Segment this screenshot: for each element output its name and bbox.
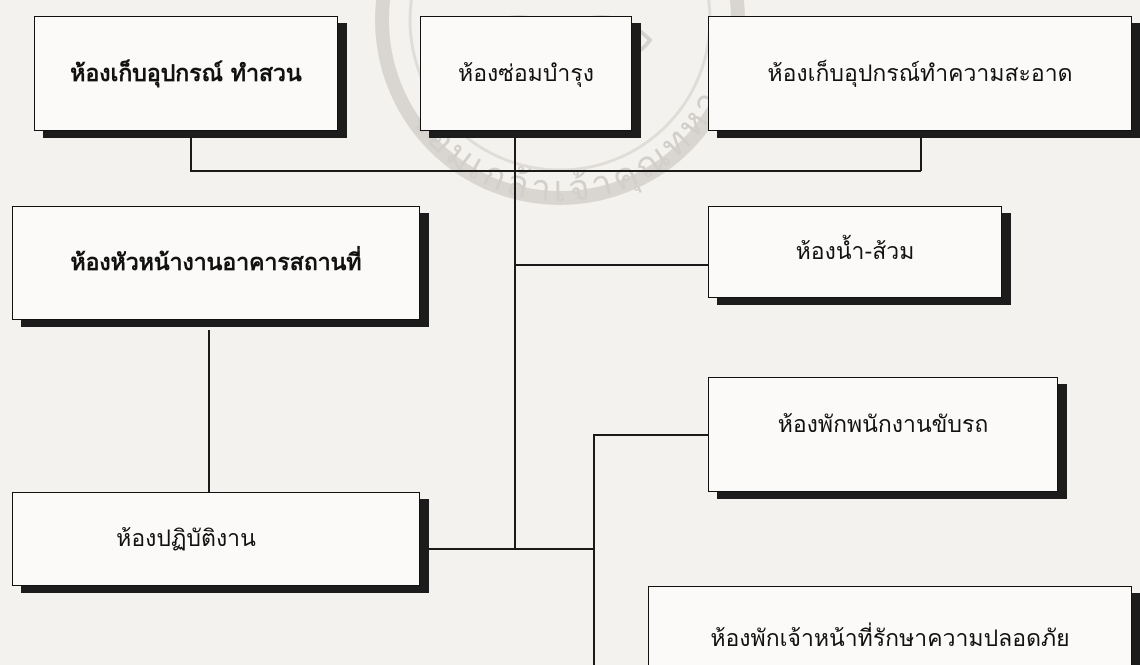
connector-left-top-drop: [190, 138, 192, 171]
room-security-lounge: ห้องพักเจ้าหน้าที่รักษาความปลอดภัย: [648, 586, 1132, 665]
room-maintenance: ห้องซ่อมบำรุง: [420, 16, 632, 131]
room-operations-label: ห้องปฏิบัติงาน: [116, 526, 256, 552]
connector-operations-to-branch: [428, 548, 593, 550]
room-maintenance-label: ห้องซ่อมบำรุง: [458, 60, 594, 87]
room-driver-lounge-label: ห้องพักพนักงานขับรถ: [777, 411, 989, 438]
room-restroom: ห้องน้ำ-ส้วม: [708, 206, 1002, 298]
room-garden-storage: ห้องเก็บอุปกรณ์ ทำสวน: [34, 16, 338, 131]
connector-branch-vertical: [593, 434, 595, 665]
room-garden-storage-label: ห้องเก็บอุปกรณ์ ทำสวน: [70, 59, 302, 87]
connector-right-top-drop: [920, 138, 922, 171]
connector-to-driver-lounge: [593, 434, 710, 436]
connector-main-vertical: [514, 138, 516, 548]
connector-top-horizontal: [190, 170, 921, 172]
room-building-supervisor-label: ห้องหัวหน้างานอาคารสถานที่: [70, 249, 362, 276]
room-security-lounge-label: ห้องพักเจ้าหน้าที่รักษาความปลอดภัย: [710, 626, 1070, 652]
connector-to-restroom: [514, 264, 710, 266]
connector-supervisor-to-operations: [208, 330, 210, 493]
room-building-supervisor: ห้องหัวหน้างานอาคารสถานที่: [12, 206, 420, 320]
room-cleaning-storage: ห้องเก็บอุปกรณ์ทำความสะอาด: [708, 16, 1132, 131]
room-driver-lounge: ห้องพักพนักงานขับรถ: [708, 377, 1058, 492]
room-cleaning-storage-label: ห้องเก็บอุปกรณ์ทำความสะอาด: [767, 60, 1073, 87]
room-restroom-label: ห้องน้ำ-ส้วม: [795, 239, 915, 265]
room-operations: ห้องปฏิบัติงาน: [12, 492, 420, 586]
